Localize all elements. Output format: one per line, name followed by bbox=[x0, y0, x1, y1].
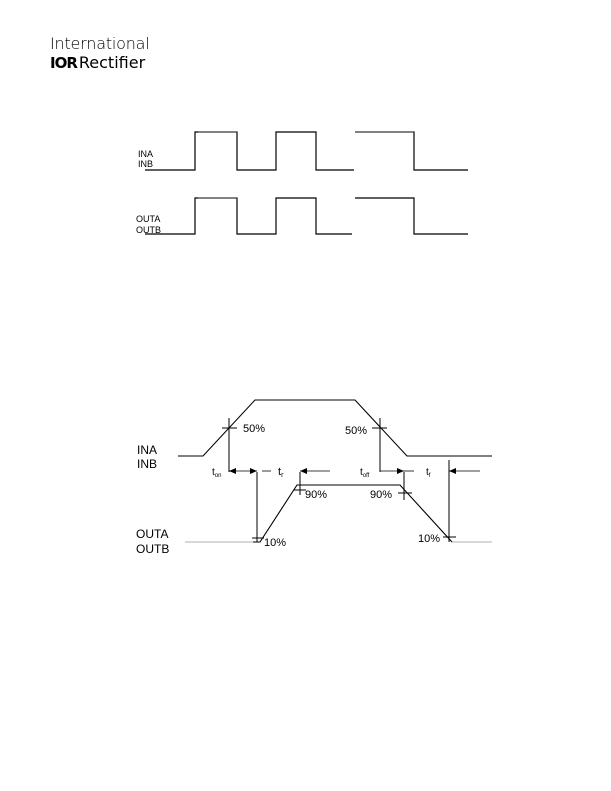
d2-label-tf: tf bbox=[426, 467, 431, 479]
logo-mark: IOR bbox=[50, 54, 78, 72]
d2-toff-arrow-right bbox=[397, 468, 404, 474]
d2-ton-arrow-left bbox=[229, 468, 236, 474]
d2-input-waveform bbox=[178, 399, 492, 457]
d2-output-label-outa: OUTA bbox=[136, 527, 168, 541]
logo-line-international: International bbox=[50, 34, 150, 53]
d1-input-waveform bbox=[145, 131, 354, 171]
d2-label-10-rise: 10% bbox=[264, 537, 286, 549]
switching-time-diagram: INA INB 50% 50% OUTA OUTB 10% 90% 90% 10… bbox=[136, 399, 492, 556]
d1-input-waveform-tail bbox=[355, 131, 468, 171]
d2-label-10-fall: 10% bbox=[418, 533, 440, 545]
d2-tr-arrow bbox=[300, 468, 307, 474]
d2-label-ton: ton bbox=[212, 467, 221, 479]
d2-ton-arrow-right bbox=[250, 468, 257, 474]
d1-output-label-outa: OUTA bbox=[136, 214, 160, 224]
switching-diagram: INA INB OUTA OUTB bbox=[136, 131, 468, 235]
d2-output-label-outb: OUTB bbox=[136, 542, 169, 556]
d1-output-label-outb: OUTB bbox=[136, 225, 161, 235]
d2-label-90-fall: 90% bbox=[370, 489, 392, 501]
d2-label-50-fall: 50% bbox=[345, 425, 367, 437]
d2-input-label-ina: INA bbox=[137, 443, 157, 457]
d2-output-waveform bbox=[253, 484, 453, 543]
d1-input-label-inb: INB bbox=[138, 159, 153, 169]
d2-tf-arrow bbox=[449, 468, 456, 474]
d2-label-toff: toff bbox=[360, 467, 370, 479]
d2-label-tr: tr bbox=[278, 466, 284, 479]
d1-output-waveform-tail bbox=[355, 197, 468, 235]
logo-word: Rectifier bbox=[78, 53, 146, 72]
d1-output-waveform bbox=[145, 197, 352, 235]
d1-input-label-ina: INA bbox=[138, 149, 153, 159]
d2-label-90-rise: 90% bbox=[305, 489, 327, 501]
d2-label-50-rise: 50% bbox=[243, 423, 265, 435]
d2-input-label-inb: INB bbox=[137, 457, 157, 471]
